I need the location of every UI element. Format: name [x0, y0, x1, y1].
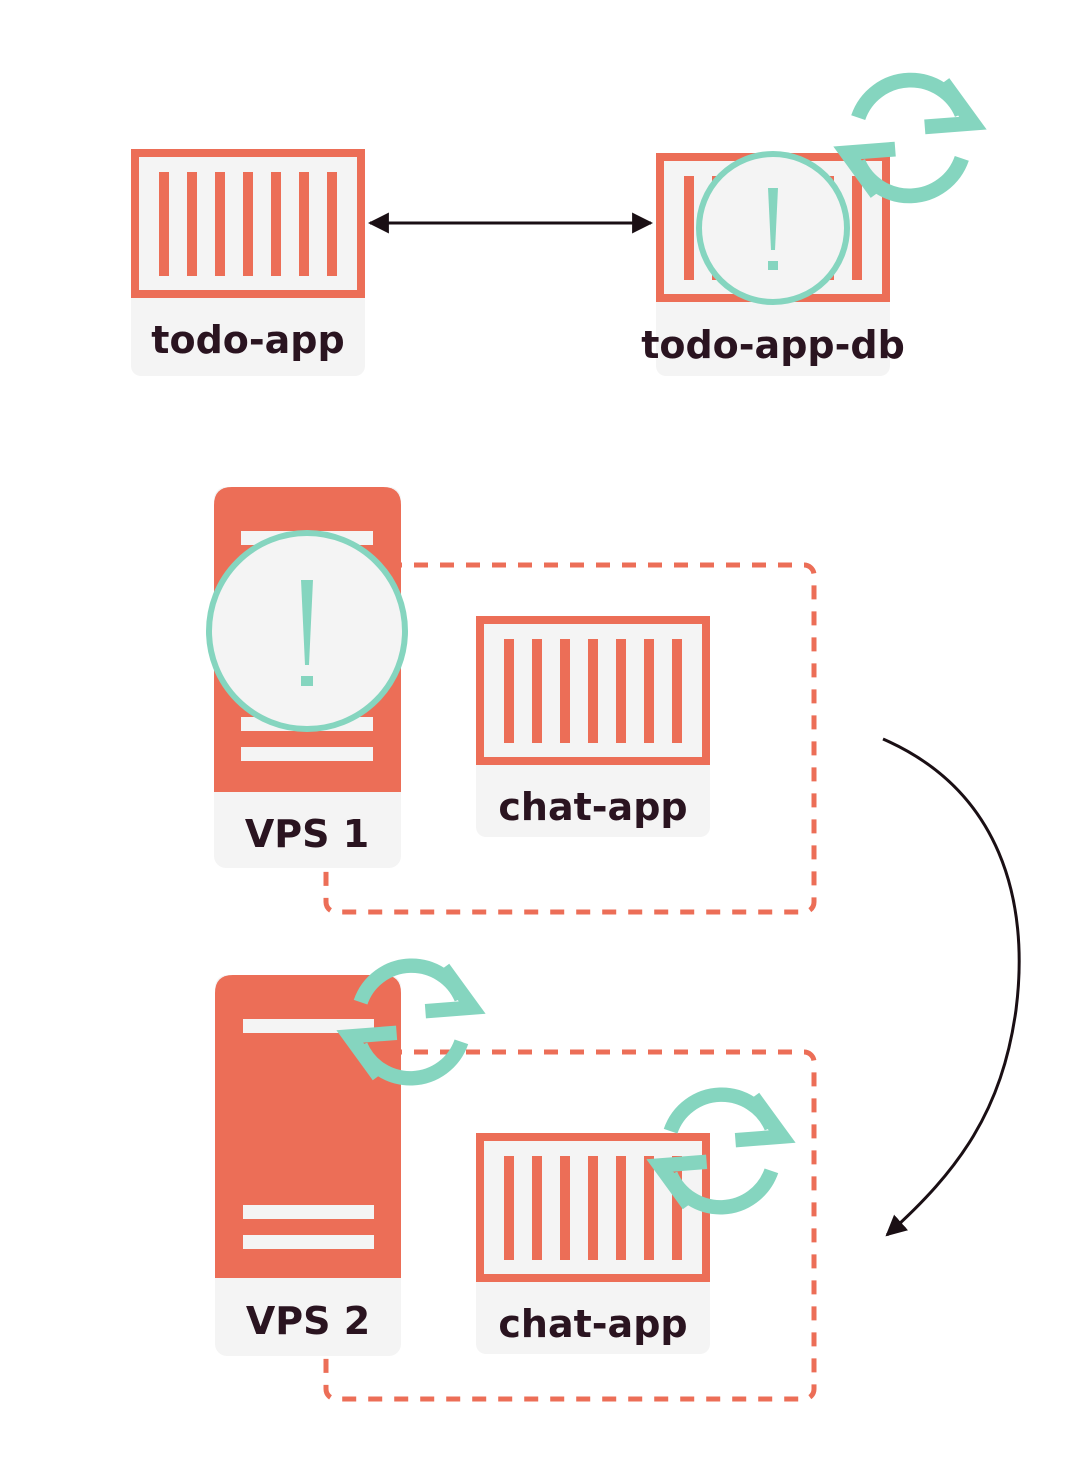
todo-app-node: todo-app — [131, 149, 365, 376]
vps1-network-boundary — [323, 562, 817, 915]
vps2-node: VPS 2 — [215, 966, 472, 1356]
chat-app-1-node: chat-app — [476, 616, 710, 837]
vps2-network-boundary — [323, 1049, 817, 1402]
vps2-label: VPS 2 — [246, 1299, 370, 1343]
migration-arrow — [882, 737, 1021, 1237]
warning-icon — [206, 530, 408, 732]
container-icon — [131, 149, 365, 298]
chat-app-2-label: chat-app — [498, 1302, 687, 1346]
restart-icon — [847, 80, 973, 196]
chat-app-1-label: chat-app — [498, 785, 687, 829]
todo-app-db-node: todo-app-db — [641, 80, 973, 376]
vps1-node: VPS 1 — [206, 487, 408, 868]
server-icon — [215, 975, 401, 1278]
warning-icon — [696, 151, 850, 305]
container-icon — [476, 616, 710, 765]
vps1-label: VPS 1 — [245, 812, 369, 856]
chat-app-2-node: chat-app — [476, 1095, 782, 1354]
todo-app-db-label: todo-app-db — [641, 323, 905, 367]
todo-app-label: todo-app — [151, 318, 344, 362]
